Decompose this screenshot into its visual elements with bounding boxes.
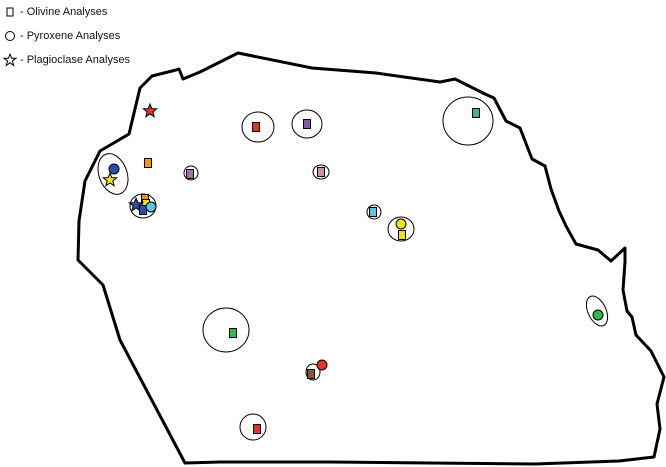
pyroxene-analysis-ellipse — [183, 165, 199, 181]
pyroxene-analysis-ellipse — [241, 111, 275, 143]
pyroxene-analysis-ellipse — [97, 153, 129, 195]
legend: - Olivine Analyses - Pyroxene Analyses -… — [2, 0, 130, 72]
olivine-analysis-square — [252, 122, 260, 132]
olivine-analysis-square — [307, 369, 315, 379]
pyroxene-analysis-circle — [592, 309, 604, 321]
plagioclase-analysis-star — [141, 102, 159, 118]
pyroxene-analysis-ellipse — [366, 204, 382, 220]
legend-label-olivine: - Olivine Analyses — [20, 6, 108, 18]
olivine-analysis-square — [398, 230, 406, 240]
olivine-analysis-square — [144, 158, 152, 168]
pyroxene-ellipses — [97, 96, 609, 441]
olivine-analysis-square — [186, 169, 194, 179]
pyroxene-analysis-ellipse — [291, 109, 323, 139]
square-icon — [2, 7, 18, 17]
pyroxene-analysis-ellipse — [202, 307, 250, 353]
legend-item-olivine: - Olivine Analyses — [2, 0, 130, 24]
pyroxene-analysis-circle — [316, 359, 328, 371]
olivine-analysis-square — [139, 205, 147, 215]
pyroxene-analysis-ellipse — [239, 413, 267, 441]
pyroxene-analysis-circle — [145, 201, 157, 213]
grain-outline — [76, 51, 666, 466]
pyroxene-analysis-ellipse — [585, 295, 609, 327]
legend-label-plagioclase: - Plagioclase Analyses — [20, 54, 131, 66]
plagioclase-analysis-star — [127, 196, 145, 212]
analysis-symbols — [101, 102, 604, 434]
legend-label-pyroxene: - Pyroxene Analyses — [20, 30, 121, 42]
olivine-analysis-square — [472, 108, 480, 118]
star-icon — [2, 53, 18, 67]
plagioclase-analysis-star — [101, 171, 119, 187]
olivine-analysis-square — [229, 328, 237, 338]
pyroxene-analysis-ellipse — [305, 363, 321, 381]
olivine-analysis-square — [369, 207, 377, 217]
pyroxene-analysis-ellipse — [387, 216, 415, 242]
olivine-analysis-square — [303, 119, 311, 129]
legend-item-pyroxene: - Pyroxene Analyses — [2, 24, 130, 48]
circle-icon — [2, 30, 18, 42]
pyroxene-analysis-ellipse — [312, 164, 330, 180]
pyroxene-analysis-circle — [108, 163, 120, 175]
olivine-analysis-square — [253, 424, 261, 434]
olivine-analysis-square — [317, 167, 325, 177]
legend-item-plagioclase: - Plagioclase Analyses — [2, 48, 130, 72]
pyroxene-analysis-circle — [395, 218, 407, 230]
pyroxene-analysis-ellipse — [442, 96, 494, 146]
